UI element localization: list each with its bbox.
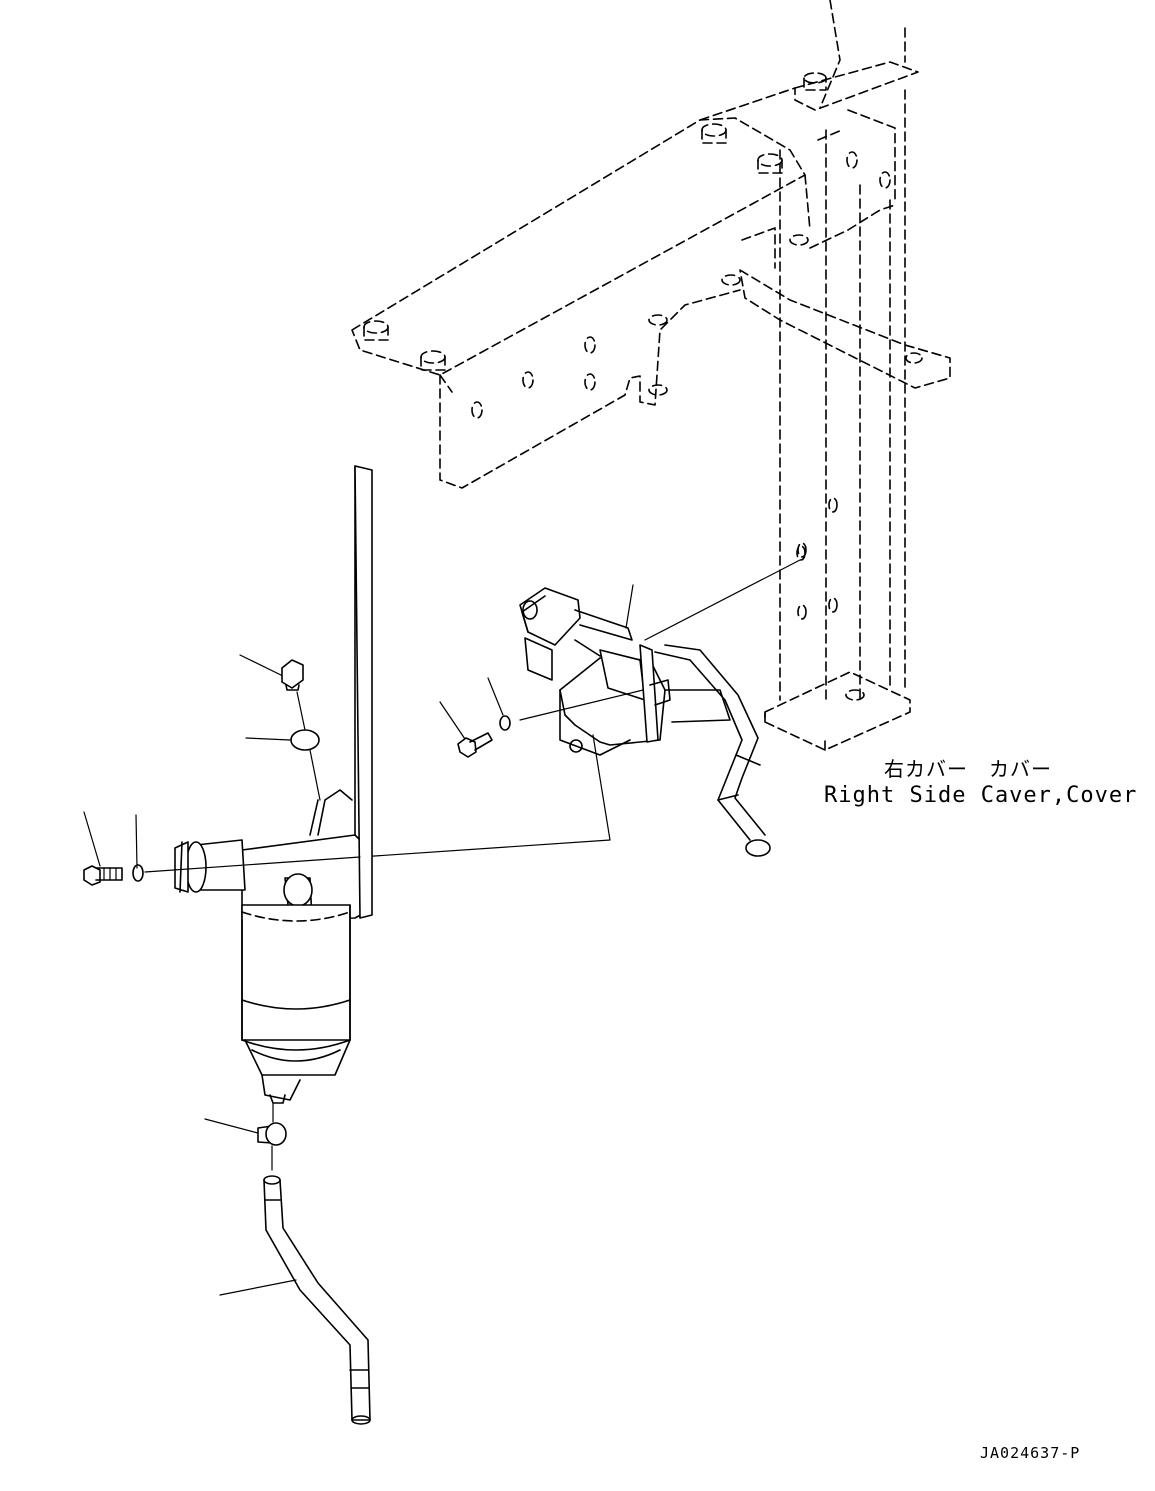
washer-icon	[487, 677, 511, 731]
washer-icon	[132, 814, 361, 882]
bolt-icon	[83, 811, 123, 886]
fuel-filter-assembly	[174, 465, 373, 1104]
frame-bolt-icon	[363, 72, 923, 396]
cover-label-jp: 右カバー カバー	[884, 757, 1052, 781]
bolt-icon	[439, 701, 493, 758]
drain-fitting-icon	[204, 1102, 287, 1171]
drawing-id: JA024637-P	[980, 1444, 1081, 1462]
o-ring-icon	[245, 691, 321, 801]
valve-bracket-assembly	[359, 545, 806, 858]
drain-hose	[219, 1175, 371, 1425]
frame-bracket-dashed	[351, 0, 951, 751]
plug-icon	[239, 654, 304, 691]
cover-label-en: Right Side Caver,Cover	[824, 783, 1138, 808]
